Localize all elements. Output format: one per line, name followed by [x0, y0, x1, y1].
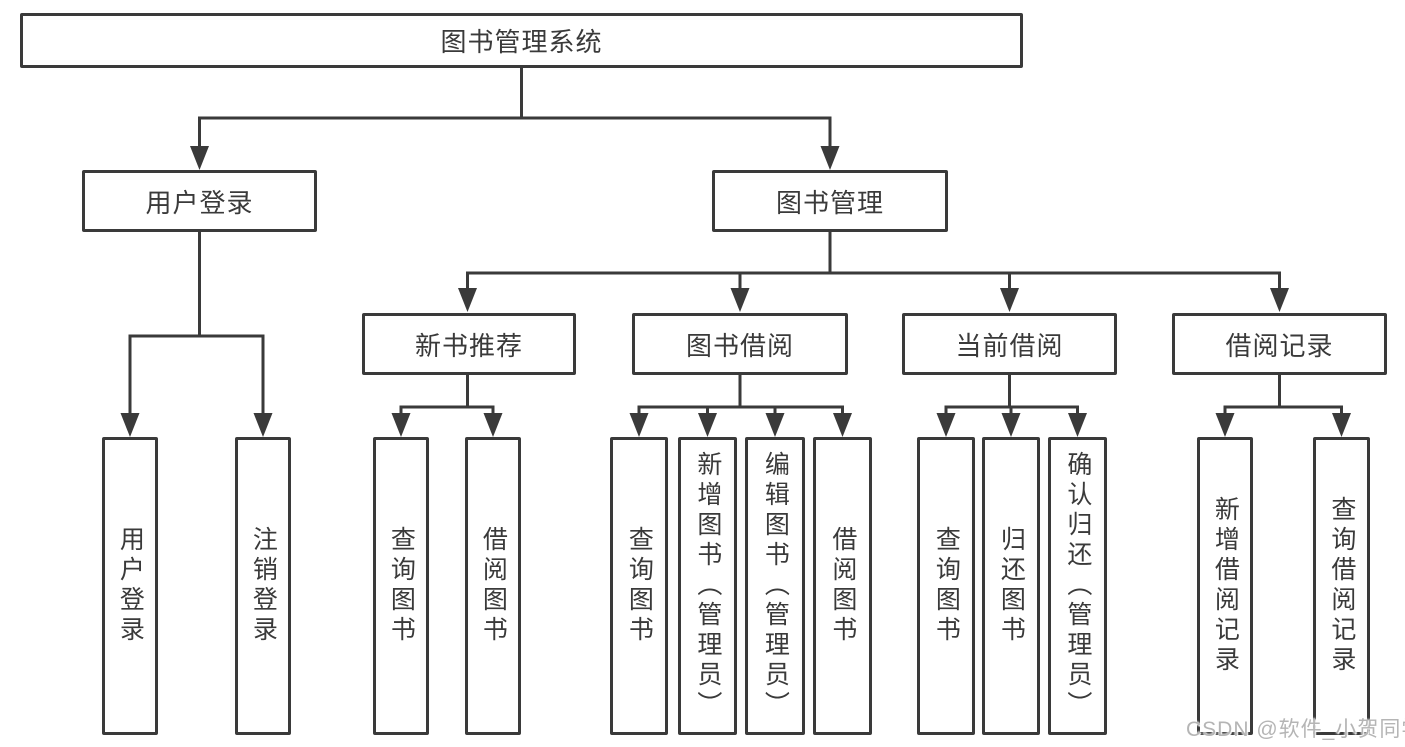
arrow-icon: [936, 413, 956, 437]
arrow-icon: [698, 413, 717, 437]
node-leaf-borrow-book: 借阅图书: [813, 437, 872, 735]
arrow-icon: [730, 288, 750, 312]
node-leaf-edit-book-admin: 编辑图书（管理员）: [745, 437, 805, 735]
arrow-icon: [1215, 413, 1235, 437]
node-leaf-query-book-current: 查询图书: [917, 437, 975, 735]
node-user-login: 用户登录: [82, 170, 317, 232]
arrow-icon: [1332, 413, 1351, 437]
arrow-icon: [833, 413, 852, 437]
node-leaf-add-book-admin: 新增图书（管理员）: [678, 437, 737, 735]
arrow-icon: [483, 413, 503, 437]
connector-path: [128, 68, 1343, 414]
node-leaf-borrow-book-recommend: 借阅图书: [465, 437, 521, 735]
node-leaf-user-login: 用户登录: [102, 437, 158, 735]
node-leaf-query-borrow-record: 查询借阅记录: [1313, 437, 1370, 735]
arrow-icon: [1000, 288, 1019, 312]
node-borrow-records: 借阅记录: [1172, 313, 1387, 375]
arrow-icon: [391, 413, 411, 437]
node-leaf-query-book-recommend: 查询图书: [373, 437, 429, 735]
arrow-icon: [190, 146, 209, 170]
arrow-icon: [820, 146, 840, 170]
arrow-icon: [765, 413, 785, 437]
arrow-icon: [458, 288, 477, 312]
node-book-borrow: 图书借阅: [632, 313, 848, 375]
arrow-icon: [1270, 288, 1289, 312]
node-root-library-system: 图书管理系统: [20, 13, 1023, 68]
node-new-book-recommend: 新书推荐: [362, 313, 576, 375]
node-leaf-query-book-borrow: 查询图书: [610, 437, 668, 735]
node-leaf-return-book: 归还图书: [982, 437, 1040, 735]
node-leaf-logout: 注销登录: [235, 437, 291, 735]
arrow-icon: [1068, 413, 1087, 437]
arrow-icon: [120, 413, 140, 437]
arrow-icon: [253, 413, 273, 437]
watermark: CSDN @软件_小贺同学: [1186, 718, 1405, 741]
node-book-management: 图书管理: [712, 170, 948, 232]
node-current-borrow: 当前借阅: [902, 313, 1117, 375]
node-leaf-confirm-return-admin: 确认归还（管理员）: [1048, 437, 1107, 735]
arrow-icon: [1001, 413, 1021, 437]
node-leaf-add-borrow-record: 新增借阅记录: [1197, 437, 1253, 735]
arrow-icon: [629, 413, 649, 437]
